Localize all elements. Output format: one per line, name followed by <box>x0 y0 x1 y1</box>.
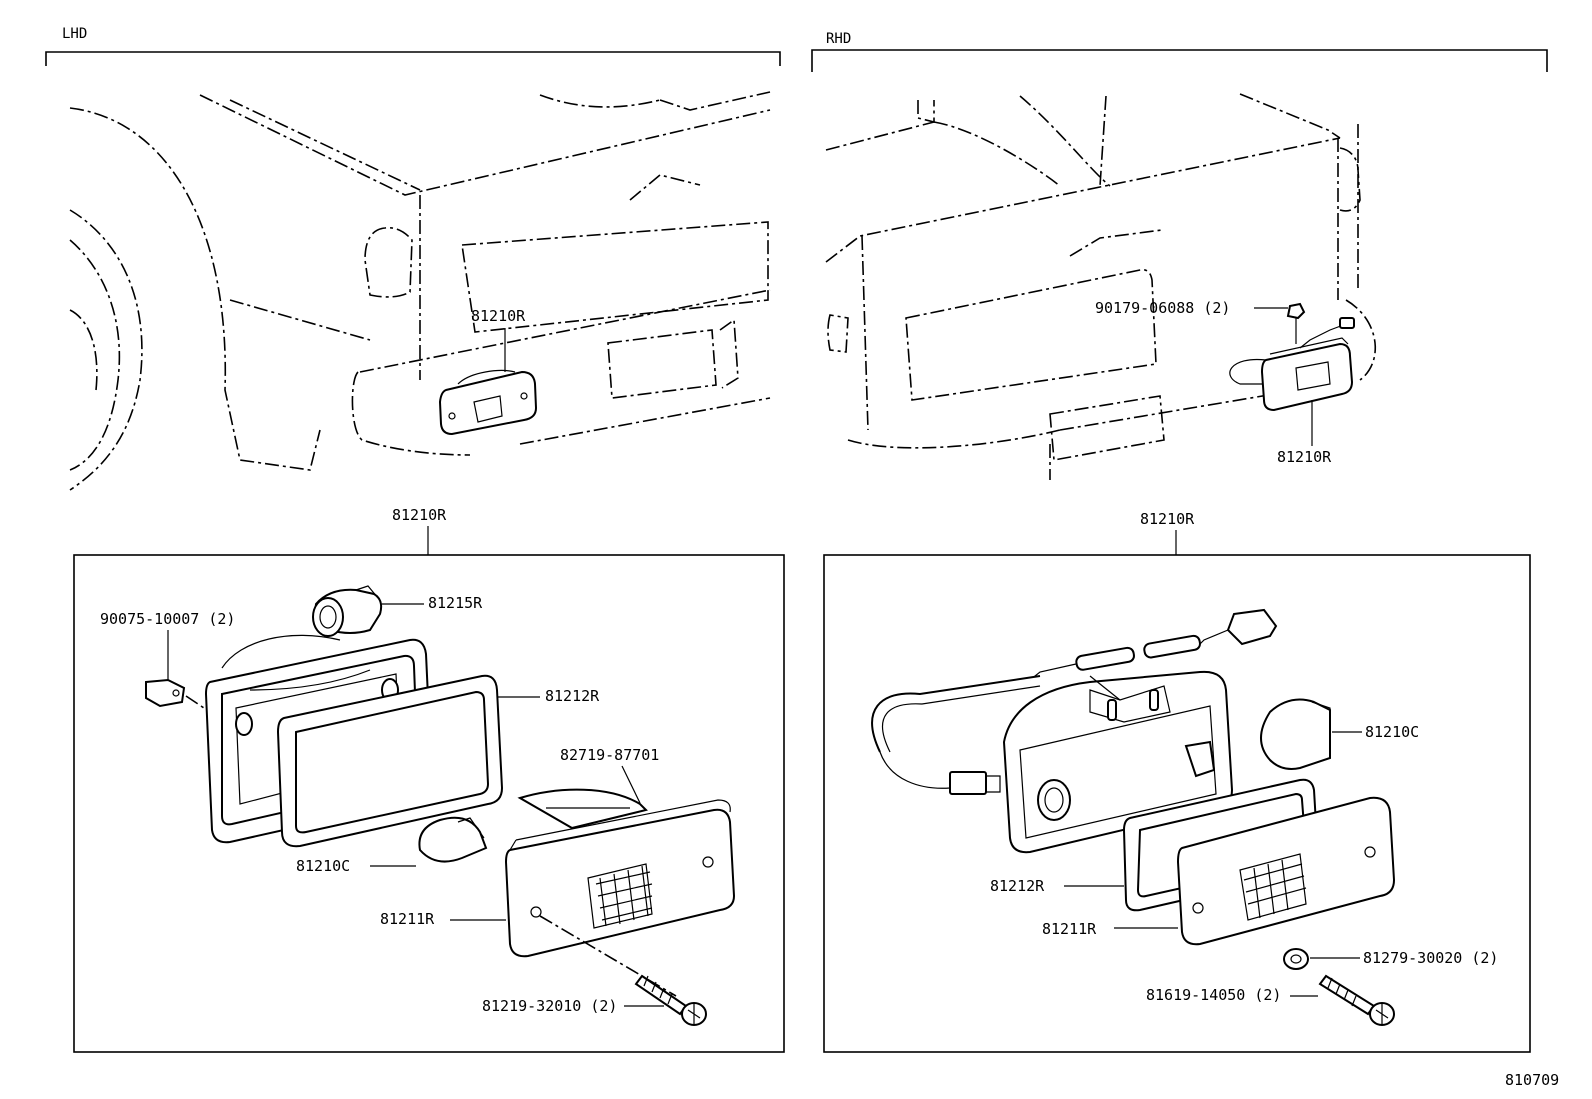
rhd-screw-part <box>1318 974 1395 1026</box>
lhd-screw-label: 81219-32010 (2) <box>482 997 617 1015</box>
rhd-washer-label: 81279-30020 (2) <box>1363 949 1498 967</box>
lhd-reflector-leader <box>621 765 641 804</box>
lhd-socket-part <box>312 585 383 637</box>
rhd-gasket-label: 81212R <box>990 877 1045 895</box>
lhd-lens-label: 81211R <box>380 910 435 928</box>
rhd-assembly-callout-label: 81210R <box>1140 510 1195 528</box>
rhd-vehicle-callout-label: 81210R <box>1277 448 1332 466</box>
lhd-gasket-part <box>276 674 504 848</box>
lhd-bulb-label: 81210C <box>296 857 350 875</box>
lhd-clip-label: 90075-10007 (2) <box>100 610 235 628</box>
rhd-harness-part <box>871 608 1278 795</box>
lhd-socket-label: 81215R <box>428 594 483 612</box>
lhd-side-lamp-mounted <box>438 369 538 436</box>
rhd-bulb-part <box>1260 698 1331 770</box>
lhd-exploded-view-frame <box>73 554 785 1053</box>
rhd-bulb-label: 81210C <box>1365 723 1419 741</box>
lhd-clip-phantom <box>185 695 211 713</box>
lhd-assembly-callout-label: 81210R <box>392 506 447 524</box>
rhd-bracket <box>811 49 1548 72</box>
lhd-bulb-part <box>418 816 488 863</box>
lhd-screw-part <box>634 974 707 1026</box>
rhd-side-lamp-mounted <box>1229 317 1355 412</box>
rhd-nut-part <box>1286 302 1306 344</box>
rhd-vehicle-outline <box>825 93 1376 480</box>
lhd-clip-part <box>145 678 186 708</box>
lhd-header: LHD <box>62 26 87 42</box>
lhd-reflector-label: 82719-87701 <box>560 746 659 764</box>
lhd-reflector-part <box>517 788 648 830</box>
rhd-screw-label: 81619-14050 (2) <box>1146 986 1281 1004</box>
lhd-vehicle-callout-label: 81210R <box>471 307 526 325</box>
rhd-header: RHD <box>826 31 851 47</box>
rhd-lens-part <box>1176 796 1396 946</box>
rhd-nut-label: 90179-06088 (2) <box>1095 299 1230 317</box>
diagram-code: 810709 <box>1505 1071 1559 1089</box>
lhd-vehicle-outline <box>69 91 771 491</box>
rhd-washer-part <box>1283 948 1309 970</box>
lhd-gasket-label: 81212R <box>545 687 600 705</box>
rhd-exploded-view-frame <box>823 554 1531 1053</box>
lhd-lens-part <box>504 799 736 958</box>
rhd-lens-label: 81211R <box>1042 920 1097 938</box>
lhd-bracket <box>45 51 781 66</box>
